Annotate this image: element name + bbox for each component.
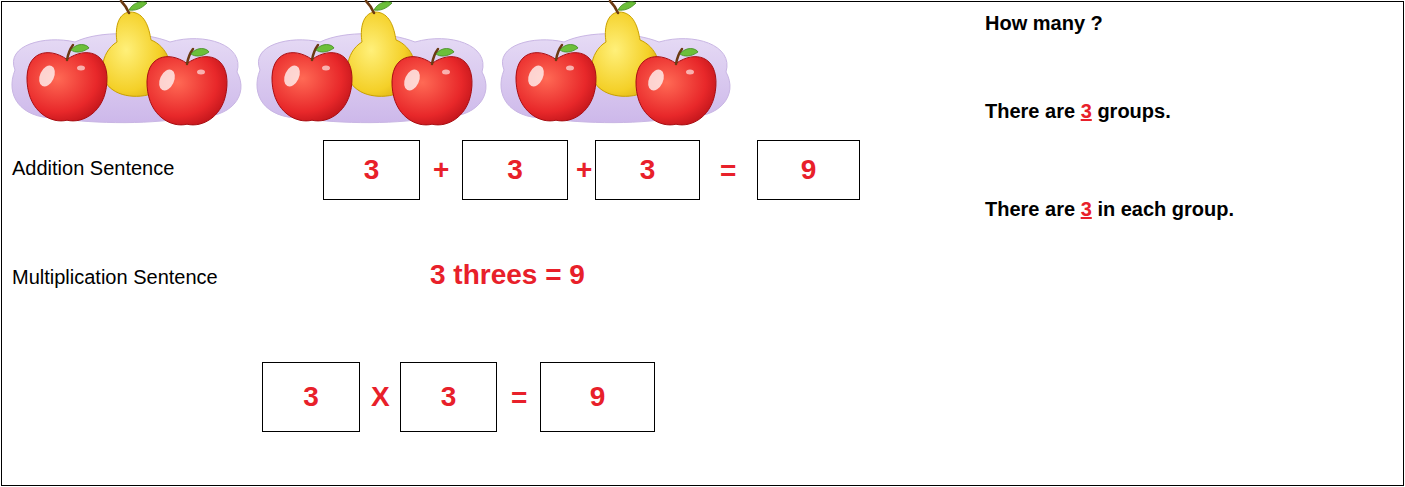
fruit-group bbox=[257, 1, 486, 125]
sentence-line: There are 3in each group. bbox=[985, 198, 1234, 221]
sentence-text: There are bbox=[985, 100, 1075, 122]
sentence-text: in each group. bbox=[1097, 198, 1234, 220]
fruit-illustration bbox=[0, 0, 740, 130]
answer-box: 3 bbox=[462, 140, 568, 200]
answer-box: 9 bbox=[757, 140, 860, 200]
word-sentence: 3 threes = 9 bbox=[430, 259, 585, 291]
row-heading: Multiplication Sentence bbox=[12, 266, 218, 289]
box-number: 3 bbox=[640, 154, 656, 186]
operator-symbol: X bbox=[371, 381, 390, 413]
question-text: How many ? bbox=[985, 12, 1103, 35]
row-heading: Addition Sentence bbox=[12, 157, 174, 180]
box-number: 9 bbox=[801, 154, 817, 186]
box-number: 3 bbox=[507, 154, 523, 186]
operator-symbol: = bbox=[720, 155, 736, 187]
sentence-text: groups. bbox=[1097, 100, 1170, 122]
operator-symbol: + bbox=[576, 154, 592, 186]
box-number: 3 bbox=[364, 154, 380, 186]
answer-box: 3 bbox=[262, 362, 360, 432]
box-number: 3 bbox=[441, 381, 457, 413]
answer-number: 3 bbox=[1081, 100, 1092, 122]
operator-symbol: + bbox=[433, 154, 449, 186]
answer-box: 9 bbox=[540, 362, 655, 432]
sentence-line: There are 3groups. bbox=[985, 100, 1171, 123]
sentence-text: There are bbox=[985, 198, 1075, 220]
answer-box: 3 bbox=[400, 362, 497, 432]
answer-box: 3 bbox=[595, 140, 700, 200]
box-number: 9 bbox=[590, 381, 606, 413]
answer-number: 3 bbox=[1081, 198, 1092, 220]
fruit-group bbox=[12, 1, 241, 125]
fruit-group bbox=[501, 1, 730, 125]
answer-box: 3 bbox=[323, 140, 420, 200]
box-number: 3 bbox=[303, 381, 319, 413]
operator-symbol: = bbox=[511, 382, 527, 414]
